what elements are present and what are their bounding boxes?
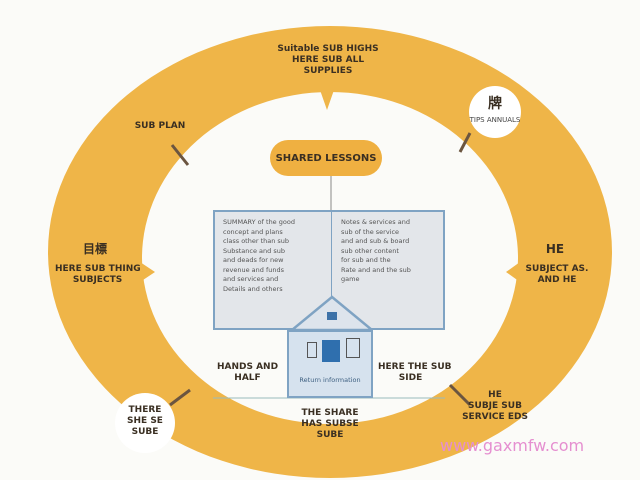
right-pointer xyxy=(506,262,520,282)
top-right-badge xyxy=(469,86,521,138)
roof-shape xyxy=(290,295,374,330)
side-text-left: HANDS AND HALF xyxy=(216,362,279,383)
bottom-center-text: THE SHARE HAS SUBSE SUBE xyxy=(301,408,359,440)
connector-bottom-right xyxy=(448,383,472,407)
label-top-right-sub: TIPS ANNUALS xyxy=(469,116,521,124)
left-pointer xyxy=(140,262,155,282)
panel-divider xyxy=(331,212,332,328)
connector-top-left xyxy=(170,144,190,166)
lower-box-label: Return information xyxy=(299,376,361,384)
lower-box: Return information xyxy=(287,330,373,398)
panel-right-text: Notes & services and sub of the service … xyxy=(341,218,411,283)
label-right-title: HE xyxy=(545,242,565,256)
label-top: Suitable SUB HIGHS HERE SUB ALL SUPPLIES xyxy=(277,44,379,76)
center-title-pill: SHARED LESSONS xyxy=(270,140,382,176)
book-icon xyxy=(322,340,340,362)
bottom-left-badge xyxy=(115,393,175,453)
outer-ring xyxy=(48,26,612,478)
document-icon xyxy=(307,342,317,358)
watermark: www.gaxmfw.com xyxy=(440,436,585,455)
top-pointer xyxy=(320,90,334,110)
label-bottom-left: THERE SHE SE SUBE xyxy=(127,405,163,437)
info-panel: SUMMARY of the good concept and plans cl… xyxy=(213,210,445,330)
label-top-right-title: 牌 xyxy=(488,96,502,112)
roof-icon xyxy=(327,312,337,320)
label-left-sub: HERE SUB THING SUBJECTS xyxy=(55,264,141,285)
label-bottom-right: HE SUBJE SUB SERVICE EDS xyxy=(462,390,528,422)
label-right-sub: SUBJECT AS. AND HE xyxy=(525,264,589,285)
panel-left-text: SUMMARY of the good concept and plans cl… xyxy=(223,218,295,293)
connector-top-right xyxy=(458,132,472,153)
label-top-left: SUB PLAN xyxy=(134,121,186,131)
side-text-right: HERE THE SUB SIDE xyxy=(378,362,452,383)
connector-bottom-left xyxy=(169,388,191,407)
note-icon xyxy=(346,338,360,358)
label-left-title: 目標 xyxy=(82,242,107,256)
